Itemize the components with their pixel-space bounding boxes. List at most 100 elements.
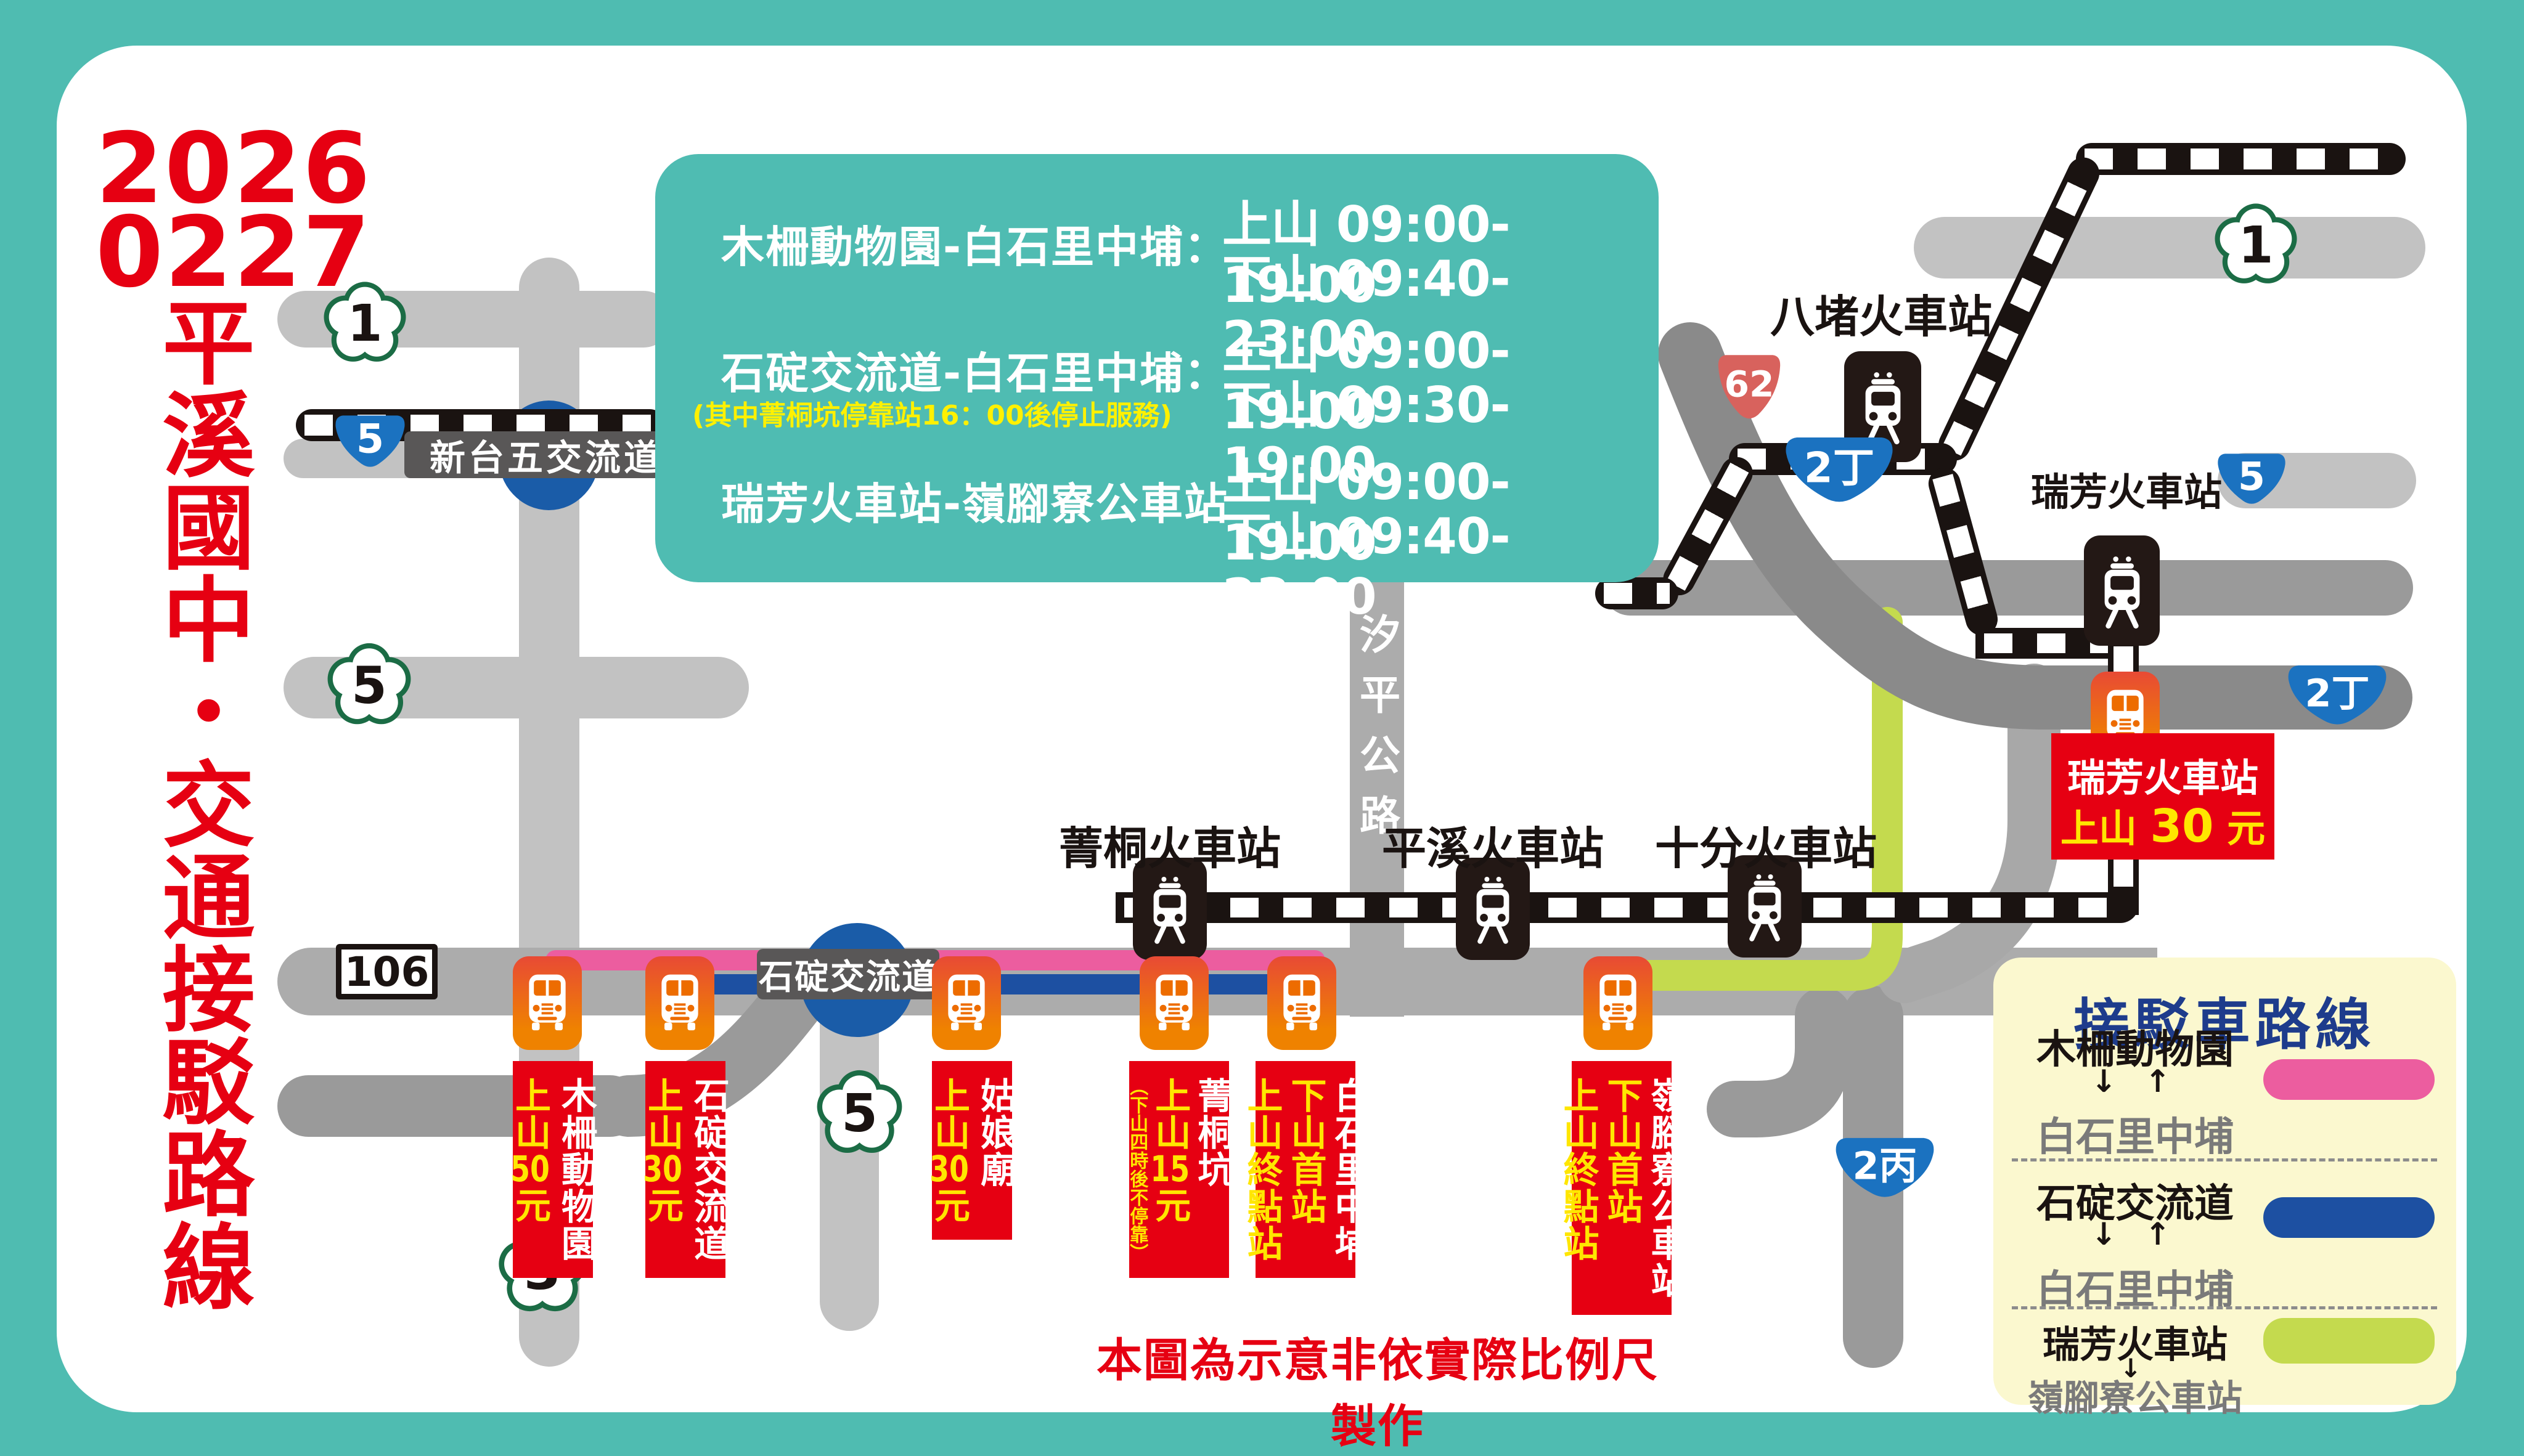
- poster-disclaimer: 本圖為示意非依實際比例尺製作: [1097, 1334, 1659, 1453]
- p2b-badge: 2丙: [1832, 1131, 1938, 1204]
- bus-stop-baishili-icon: [1267, 956, 1336, 1050]
- legend-divider-1: [2012, 1158, 2437, 1161]
- schedule-route-2: 石碇交流道-白石里中埔：: [721, 348, 1229, 399]
- svg-text:62: 62: [1724, 363, 1774, 405]
- shifen-station-icon: [1728, 855, 1802, 958]
- road-right-top: [1914, 217, 2425, 279]
- shiding-interchange-label: 石碇交流道: [757, 949, 939, 999]
- legend-box: 接駁車路線 木柵動物園 ↓ ↑ 白石里中埔 石碇交流道 ↓ ↑ 白石里中埔 瑞芳…: [1993, 958, 2456, 1419]
- xiping-highway-label: 汐平公路: [1353, 613, 1400, 855]
- pingxi-station-icon: [1456, 858, 1530, 960]
- railway-pingxi-line: [1116, 892, 2139, 923]
- stop-note: （下山四時後不停靠）: [1126, 1077, 1148, 1262]
- svg-text:5: 5: [351, 656, 387, 715]
- legend-route3-to: 嶺腳寮公車站: [2027, 1377, 2242, 1419]
- svg-text:5: 5: [2238, 453, 2265, 499]
- legend-route1-pill: [2263, 1059, 2435, 1100]
- railway-stub-west: [1595, 577, 1678, 609]
- stop-name: 瑞芳火車站: [2067, 755, 2258, 800]
- road-right-mid: [1603, 560, 2413, 616]
- legend-divider-2: [2012, 1306, 2437, 1309]
- schedule-box: 木柵動物園-白石里中埔： 上山 09:00-19:00 下山 09:40-23:…: [655, 154, 1659, 625]
- stop-tag1: 下山首站: [1284, 1077, 1327, 1225]
- xintaiwu-interchange-label: 新台五交流道: [404, 431, 688, 479]
- ruifang-station-label: 瑞芳火車站: [2030, 470, 2222, 514]
- hwy1-shield-right: 1: [2213, 200, 2299, 294]
- fare-label-guniang: 姑娘廟 上山30元: [928, 1061, 1016, 1240]
- legend-title: 接駁車路線: [2073, 993, 2376, 1057]
- jingtong-station-label: 菁桐火車站: [1059, 823, 1281, 874]
- stop-name: 嶺腳寮公車站: [1644, 1077, 1687, 1299]
- poster-date-line2: 0227: [96, 196, 372, 309]
- prov5-badge-left: 5: [332, 407, 409, 476]
- legend-route2-to: 白石里中埔: [2036, 1267, 2234, 1313]
- bus-stop-lingjiaoliao-icon: [1583, 956, 1652, 1050]
- legend-route2-arrows: ↓ ↑: [2091, 1216, 2179, 1252]
- e62-badge: 62: [1715, 343, 1784, 432]
- svg-text:2丁: 2丁: [1804, 444, 1874, 492]
- stop-fare: 上山15元: [1149, 1077, 1191, 1224]
- shifen-station-label: 十分火車站: [1655, 823, 1877, 874]
- hwy5-shield-left: 5: [325, 640, 413, 735]
- prov5-badge-right: 5: [2214, 439, 2289, 519]
- stop-fare: 上山 30 元: [2060, 800, 2266, 853]
- pingxi-station-label: 平溪火車站: [1382, 823, 1604, 874]
- bus-stop-shiding-icon: [645, 956, 714, 1050]
- schedule-up-3: 上山 09:00-19:00: [1222, 453, 1511, 571]
- schedule-up-1: 上山 09:00-19:00: [1222, 196, 1511, 314]
- schedule-route-3: 瑞芳火車站-嶺腳寮公車站: [721, 479, 1229, 529]
- ruifang-station-icon: [2084, 535, 2160, 646]
- road-xiping: [1350, 579, 1404, 1017]
- hwy1-shield: 1: [322, 279, 408, 372]
- badu-station-label: 八堵火車站: [1770, 291, 1993, 343]
- schedule-up-2: 上山 09:00-19:00: [1222, 322, 1511, 440]
- stop-tag2: 上山終點站: [1241, 1077, 1283, 1262]
- poster-title: 平溪國中・交通接駁路線: [147, 295, 254, 1311]
- schedule-down-2: 下山 09:30-19:00: [1222, 376, 1511, 494]
- svg-text:2丁: 2丁: [2305, 671, 2370, 715]
- p2d-badge-badu: 2丁: [1781, 431, 1897, 508]
- stop-name: 木柵動物園: [555, 1077, 597, 1262]
- schedule-down-1: 下山 09:40-23:00: [1222, 250, 1511, 368]
- fare-label-shiding: 石碇交流道 上山30元: [642, 1061, 730, 1278]
- poster-date-line1: 2026: [96, 112, 372, 226]
- stop-name: 白石里中埔: [1328, 1077, 1371, 1262]
- legend-route1-to: 白石里中埔: [2036, 1115, 2234, 1160]
- road-shiding-south: [820, 986, 879, 1331]
- hwy5-shield-south: 5: [815, 1066, 904, 1165]
- schedule-down-3: 下山 09:40-23:00: [1222, 508, 1511, 625]
- schedule-route-1: 木柵動物園-白石里中埔：: [721, 222, 1229, 272]
- svg-text:1: 1: [348, 295, 383, 353]
- stop-fare: 上山30元: [642, 1077, 684, 1224]
- schedule-note-2: (其中菁桐坑停靠站16：00後停止服務): [692, 400, 1172, 431]
- legend-route2-pill: [2263, 1197, 2435, 1238]
- svg-text:1: 1: [2239, 216, 2274, 275]
- fare-label-muzha: 木柵動物園 上山50元: [509, 1061, 597, 1278]
- stop-name: 菁桐坑: [1191, 1077, 1234, 1188]
- svg-text:2丙: 2丙: [1853, 1144, 1918, 1188]
- route106-badge: 106: [336, 944, 438, 999]
- bus-stop-jingtongkeng-icon: [1140, 956, 1209, 1050]
- stop-tag2: 上山終點站: [1557, 1077, 1599, 1262]
- svg-text:5: 5: [356, 416, 384, 462]
- fare-label-baishili: 白石里中埔 下山首站 上山終點站: [1241, 1061, 1370, 1278]
- legend-route3-from: 瑞芳火車站: [2043, 1324, 2228, 1367]
- legend-route1-from: 木柵動物園: [2036, 1027, 2234, 1073]
- fare-label-lingjiaoliao: 嶺腳寮公車站 下山首站 上山終點站: [1558, 1061, 1686, 1315]
- legend-route3-arrow: ↓: [2120, 1353, 2150, 1383]
- stop-fare: 上山50元: [509, 1077, 551, 1224]
- legend-route1-arrows: ↓ ↑: [2091, 1064, 2179, 1099]
- svg-text:5: 5: [841, 1083, 878, 1144]
- fare-label-jingtongkeng: 菁桐坑 上山15元 （下山四時後不停靠）: [1126, 1061, 1234, 1278]
- stop-fare: 上山30元: [928, 1077, 970, 1224]
- stop-name: 石碇交流道: [687, 1077, 730, 1262]
- legend-route2-from: 石碇交流道: [2036, 1181, 2234, 1227]
- jingtong-station-icon: [1133, 858, 1207, 960]
- p2d-badge-ruifang: 2丁: [2284, 658, 2390, 732]
- bus-stop-guniang-icon: [932, 956, 1001, 1050]
- stop-name: 姑娘廟: [974, 1077, 1016, 1188]
- bus-stop-muzha-icon: [513, 956, 582, 1050]
- railway-top-right: [2076, 143, 2406, 175]
- legend-route3-pill: [2263, 1318, 2435, 1364]
